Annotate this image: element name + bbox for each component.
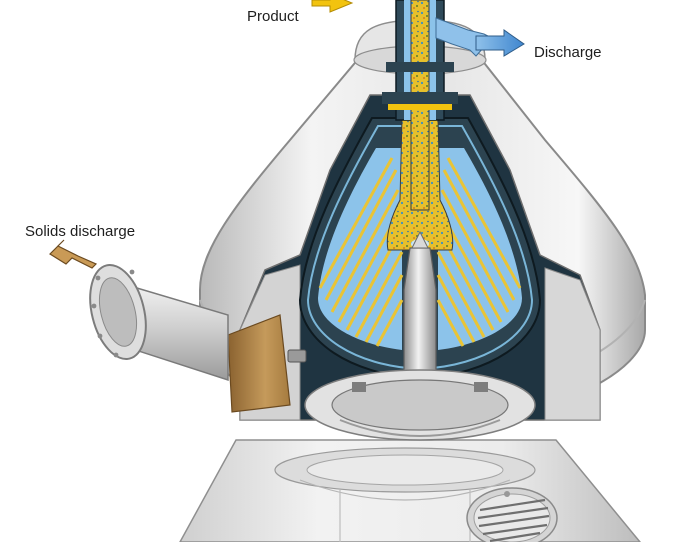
solids-collection-chamber xyxy=(227,314,291,413)
discharge-label: Discharge xyxy=(534,44,602,61)
inlet-outlet-pipe xyxy=(382,0,458,211)
disc-stack-left xyxy=(318,148,404,350)
product-label: Product xyxy=(247,8,299,25)
disc-stack-right xyxy=(436,148,522,350)
product-outlet-arrow-icon xyxy=(311,0,354,13)
bearing-housing xyxy=(287,349,536,441)
solids-discharge-pipe xyxy=(89,264,229,382)
base-frame xyxy=(179,439,641,542)
motor-vent-grille xyxy=(466,487,558,542)
solids-discharge-label: Solids discharge xyxy=(25,223,136,240)
discharge-outlet-arrow-icon xyxy=(435,17,525,57)
solids-discharge-arrow-icon xyxy=(49,239,98,269)
